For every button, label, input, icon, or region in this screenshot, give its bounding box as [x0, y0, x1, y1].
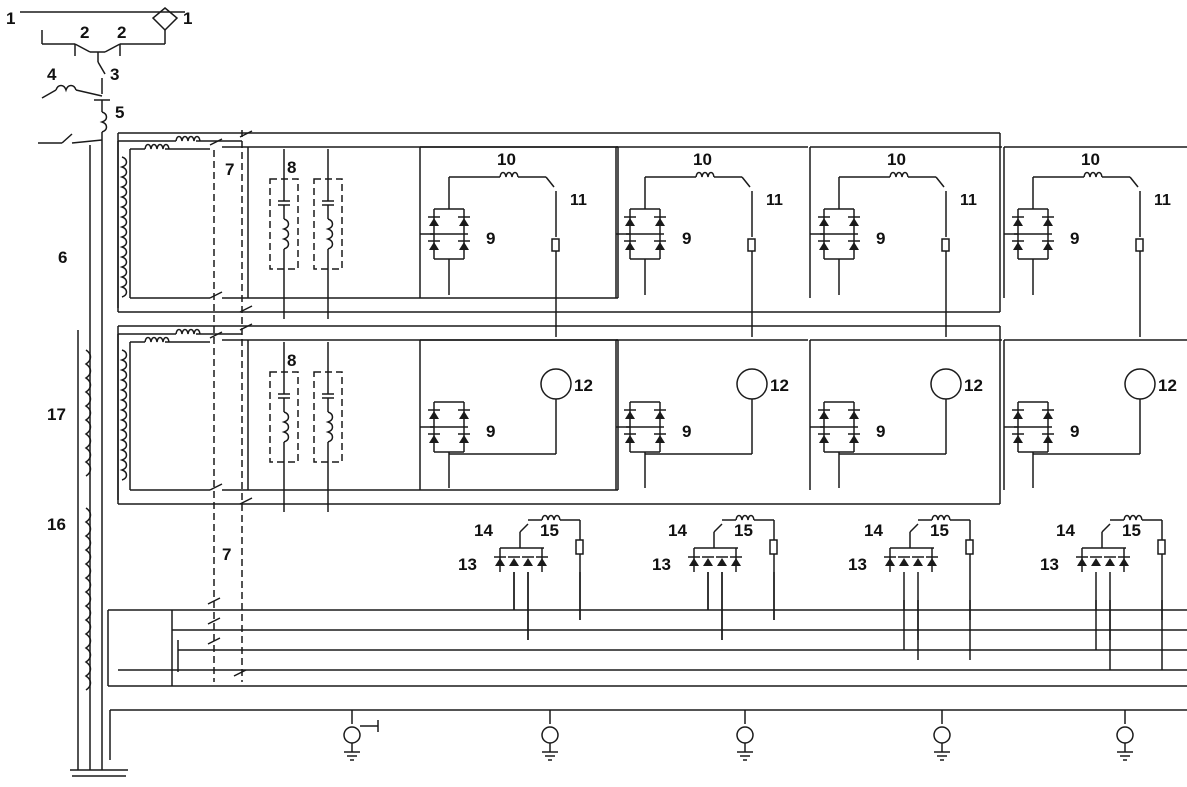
- label-9: 9: [486, 422, 495, 441]
- label-10: 10: [693, 150, 712, 169]
- label-9: 9: [876, 422, 885, 441]
- drive-unit-1-bottom: 9 12: [419, 339, 618, 490]
- label-15: 15: [540, 521, 559, 540]
- label-14: 14: [1056, 521, 1075, 540]
- rectifier-bridge: 9: [624, 208, 691, 260]
- label-2: 2: [117, 23, 126, 42]
- transformer: [117, 135, 242, 308]
- drive-unit-2-bottom: 9 12: [615, 339, 808, 490]
- label-13: 13: [1040, 555, 1059, 574]
- capacitor-filter: [269, 149, 299, 319]
- label-11: 11: [960, 192, 977, 209]
- label-2: 2: [80, 23, 89, 42]
- earthing: [109, 709, 1187, 761]
- drive-unit-4-top: 9 10 11: [1003, 146, 1187, 337]
- label-12: 12: [1158, 376, 1177, 395]
- rectifier-bridge: 9: [624, 401, 691, 453]
- traction-group-lower: 8 9 12 9 12 9 12 9 12: [117, 323, 1187, 512]
- label-3: 3: [110, 65, 119, 84]
- ground-point: [933, 710, 951, 761]
- drive-unit-1-top: 9 10 11: [419, 146, 618, 337]
- supply-section: [20, 7, 185, 777]
- label-8: 8: [287, 158, 296, 177]
- label-13: 13: [458, 555, 477, 574]
- label-9: 9: [1070, 422, 1079, 441]
- label-11: 11: [766, 192, 783, 209]
- label-10: 10: [887, 150, 906, 169]
- rectifier-bridge: 9: [1012, 401, 1079, 453]
- label-6: 6: [58, 248, 67, 267]
- rectifier-bridge: 9: [818, 208, 885, 260]
- label-9: 9: [682, 422, 691, 441]
- label-10: 10: [1081, 150, 1100, 169]
- auxiliary-unit-4: 14 15 13: [1040, 514, 1166, 640]
- label-14: 14: [474, 521, 493, 540]
- label-1: 1: [6, 9, 15, 28]
- label-12: 12: [574, 376, 593, 395]
- ground-point: [343, 710, 361, 761]
- auxiliary-busbars: [107, 572, 1187, 687]
- label-13: 13: [848, 555, 867, 574]
- label-12: 12: [770, 376, 789, 395]
- ground-point: [736, 710, 754, 761]
- ground-point: [541, 710, 559, 761]
- label-8: 8: [287, 351, 296, 370]
- auxiliary-unit-2: 14 15 13: [652, 514, 778, 640]
- label-4: 4: [47, 65, 57, 84]
- label-9: 9: [1070, 229, 1079, 248]
- rectifier-bridge: 9: [818, 401, 885, 453]
- capacitor-filter: [313, 342, 343, 512]
- rectifier-bridge: 9: [428, 208, 495, 260]
- dashed-linkage: [207, 130, 247, 682]
- auxiliary-unit-1: 14 15 13: [458, 514, 584, 640]
- transformer: [117, 328, 242, 500]
- drive-unit-4-bottom: 9 12: [1003, 339, 1187, 490]
- label-17: 17: [47, 405, 66, 424]
- label-5: 5: [115, 103, 124, 122]
- ground-point: [1116, 710, 1134, 761]
- rectifier-bridge: 9: [428, 401, 495, 453]
- label-14: 14: [668, 521, 687, 540]
- label-10: 10: [497, 150, 516, 169]
- capacitor-filter: [313, 149, 343, 319]
- label-11: 11: [1154, 192, 1171, 209]
- label-9: 9: [486, 229, 495, 248]
- label-15: 15: [1122, 521, 1141, 540]
- label-layer: 1 1 2 2 3 4 5 6 7 7 17 16: [6, 9, 234, 564]
- auxiliary-unit-3: 14 15 13: [848, 514, 974, 640]
- label-15: 15: [930, 521, 949, 540]
- label-13: 13: [652, 555, 671, 574]
- label-14: 14: [864, 521, 883, 540]
- label-11: 11: [570, 192, 587, 209]
- capacitor-filter: [269, 342, 299, 512]
- drive-unit-3-bottom: 9 12: [809, 339, 1002, 490]
- label-12: 12: [964, 376, 983, 395]
- drive-unit-3-top: 9 10 11: [809, 146, 1002, 337]
- drive-unit-2-top: 9 10 11: [615, 146, 808, 337]
- label-9: 9: [682, 229, 691, 248]
- label-9: 9: [876, 229, 885, 248]
- traction-group-upper: 8 9 10 11 9 10 11 9 10 11 9 10 11: [117, 130, 1187, 337]
- diagram-body: 8 9 10 11 9 10 11 9 10 11 9 10 11 8 9 12 9 12 9 12 9 12 14 15 13…: [107, 130, 1187, 761]
- rectifier-bridge: 9: [1012, 208, 1079, 260]
- label-15: 15: [734, 521, 753, 540]
- label-16: 16: [47, 515, 66, 534]
- label-7: 7: [225, 160, 234, 179]
- label-1: 1: [183, 9, 192, 28]
- label-7: 7: [222, 545, 231, 564]
